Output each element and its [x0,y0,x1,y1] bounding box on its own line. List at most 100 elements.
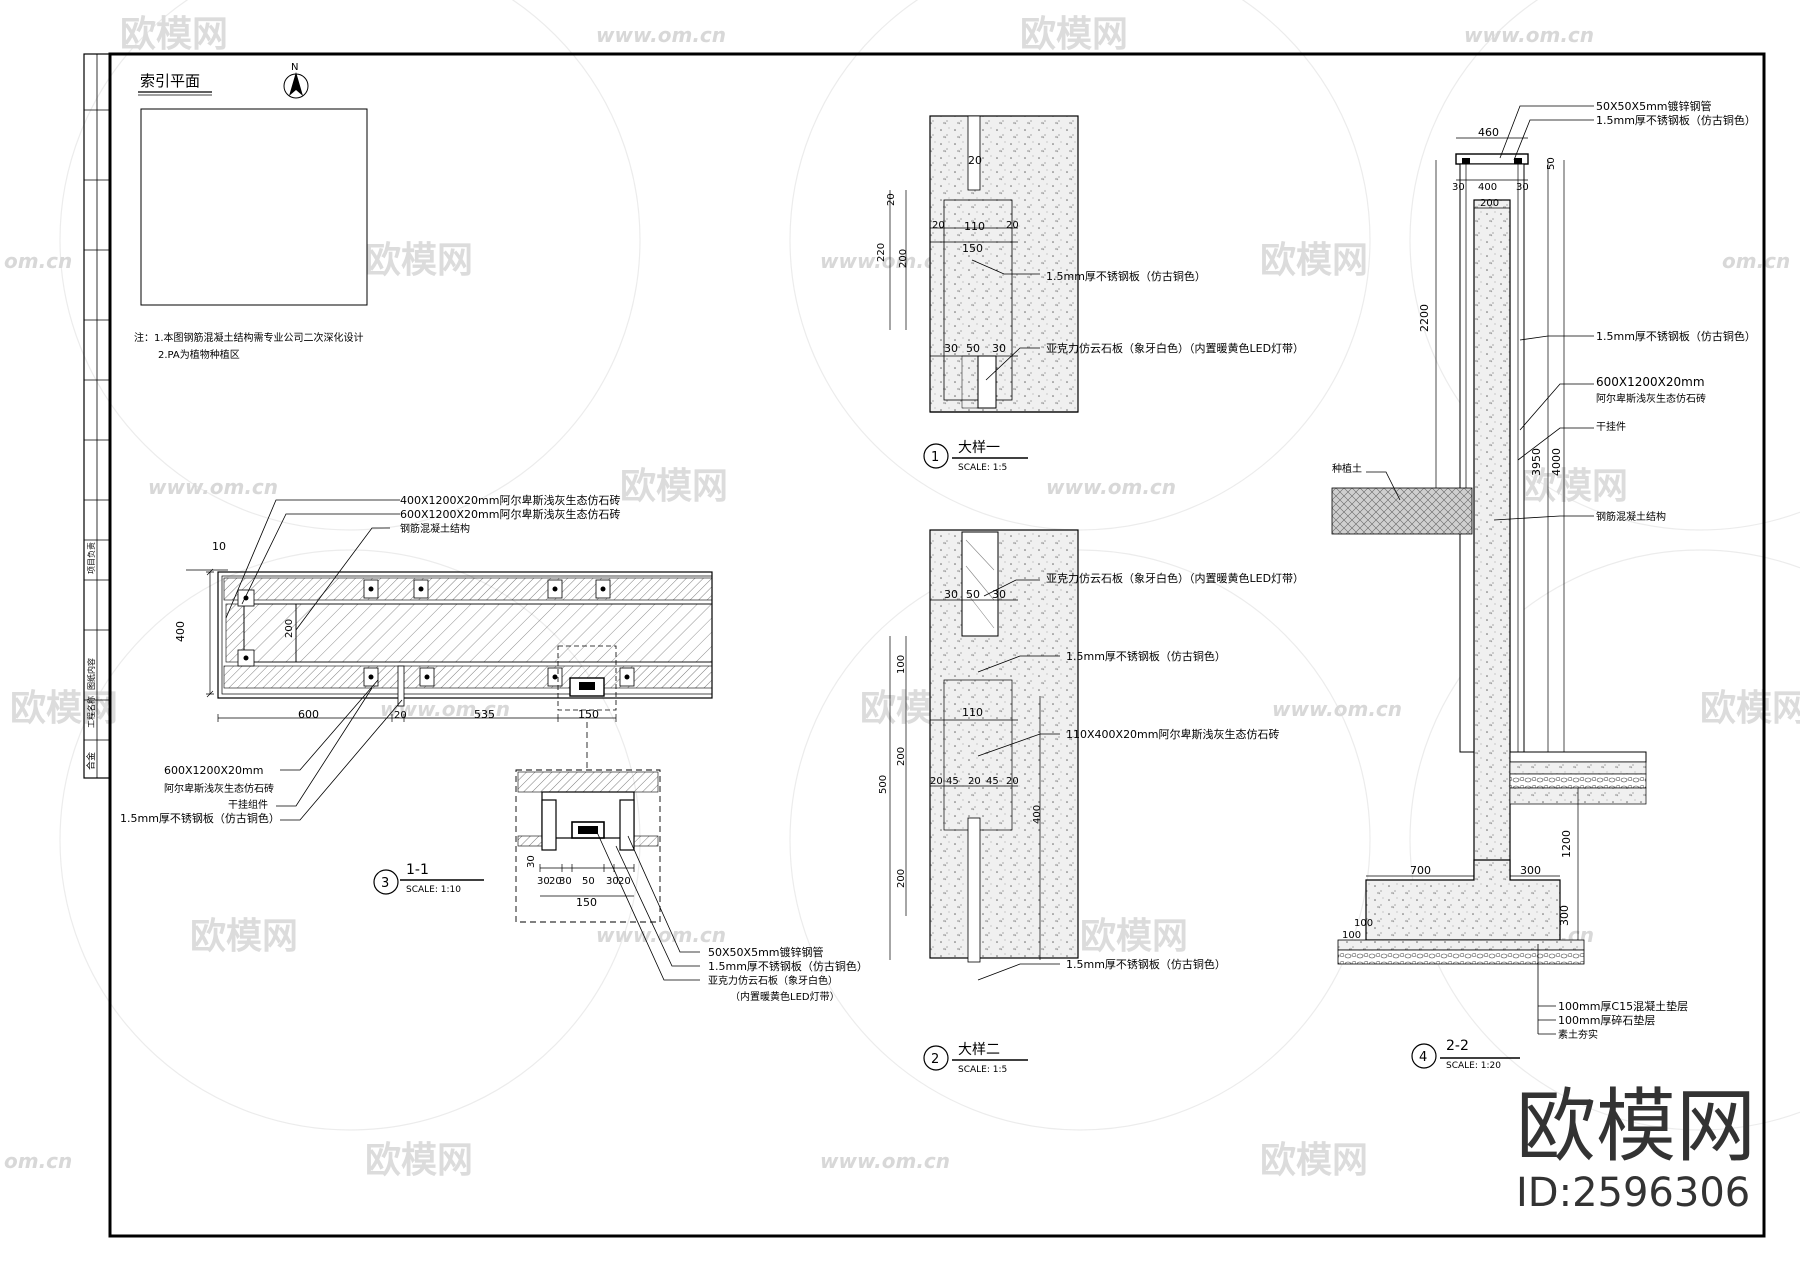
title-block: 合金 工程名称 图纸内容 项目负责 [83,53,111,779]
svg-text:4000: 4000 [1550,448,1563,476]
section-scale: SCALE: 1:5 [958,1065,1007,1075]
callout-text: 400X1200X20mm阿尔卑斯浅灰生态仿石砖 [400,493,621,507]
svg-text:200: 200 [898,249,909,268]
svg-text:3: 3 [381,876,389,891]
section-scale: SCALE: 1:10 [406,885,461,895]
svg-text:10: 10 [212,540,226,553]
watermark-url: om.cn [1722,249,1790,273]
watermark-brand: 欧模网 [1080,916,1188,957]
watermark-brand: 欧模网 [10,688,118,729]
svg-text:400: 400 [1478,182,1497,193]
callout-text: 种植土 [1332,462,1362,475]
svg-text:2200: 2200 [1418,304,1431,332]
callout-text: 1.5mm厚不锈钢板（仿古铜色） [1046,269,1206,283]
svg-text:30: 30 [606,876,619,887]
callout-text: 1.5mm厚不锈钢板（仿古铜色） [1596,113,1756,127]
callout-text: 50X50X5mm镀锌钢管 [708,945,824,959]
detail-marker-icon [373,869,399,895]
svg-text:600: 600 [298,708,319,721]
svg-text:150: 150 [962,242,983,255]
watermark-brand: 欧模网 [1020,14,1128,55]
svg-text:20: 20 [886,193,897,206]
watermark-brand: 欧模网 [1520,466,1628,507]
watermark-url: www.om.cn [1464,23,1594,47]
svg-text:20: 20 [932,220,945,231]
callout-text: 600X1200X20mm阿尔卑斯浅灰生态仿石砖 [400,507,621,521]
watermark-layer: 欧模网 欧模网 欧模网 欧模网 欧模网 欧模网 欧模网 欧模网 欧模网 欧模网 … [4,0,1800,1181]
callout-text: 1.5mm厚不锈钢板（仿古铜色） [708,959,868,973]
callout-text: 亚克力仿云石板（象牙白色）（内置暖黄色LED灯带） [1046,341,1304,355]
svg-text:1: 1 [931,450,939,465]
svg-text:220: 220 [876,243,887,262]
section-title: 2-2 [1446,1038,1469,1054]
callout-text: 干挂件 [1596,420,1626,433]
svg-text:300: 300 [1558,905,1571,926]
section-title: 大样一 [958,440,1000,456]
watermark-url: om.cn [4,249,72,273]
section-1-1: 400 10 600 20 535 150 200 30 20 30 50 30… [120,493,868,1003]
callout-text: 亚克力仿云石板（象牙白色）（内置暖黄色LED灯带） [1046,571,1304,585]
watermark-url: om.cn [4,1149,72,1173]
watermark-brand: 欧模网 [620,466,728,507]
svg-text:50: 50 [966,588,980,601]
detail-2: 30 50 30 100 110 200 500 20 45 20 45 20 … [878,529,1304,1075]
svg-text:100: 100 [1354,918,1373,929]
index-plan-box [140,108,368,306]
callout-text: 600X1200X20mm [1596,375,1705,389]
watermark-url: www.om.cn [1272,697,1402,721]
svg-text:20: 20 [968,154,982,167]
callout-text: 1.5mm厚不锈钢板（仿古铜色） [1066,957,1226,971]
svg-text:30: 30 [944,588,958,601]
svg-text:535: 535 [474,708,495,721]
index-plan-title: 索引平面 [140,72,200,90]
svg-text:150: 150 [576,896,597,909]
watermark-url: www.om.cn [148,475,278,499]
callout-text: （内置暖黄色LED灯带） [730,990,840,1003]
svg-text:200: 200 [1480,198,1499,209]
svg-text:30: 30 [559,876,572,887]
index-plan-note: 注：1.本图钢筋混凝土结构需专业公司二次深化设计 [134,331,364,344]
svg-text:20: 20 [930,776,943,787]
svg-text:2: 2 [931,1052,939,1067]
svg-text:700: 700 [1410,864,1431,877]
svg-text:50: 50 [966,342,980,355]
svg-text:20: 20 [549,876,562,887]
svg-text:20: 20 [968,776,981,787]
svg-text:50: 50 [582,876,595,887]
svg-text:20: 20 [1006,220,1019,231]
svg-text:150: 150 [578,708,599,721]
section-scale: SCALE: 1:5 [958,463,1007,473]
svg-text:30: 30 [526,855,537,868]
svg-text:50: 50 [1546,157,1557,170]
svg-text:300: 300 [1520,864,1541,877]
section-scale: SCALE: 1:20 [1446,1061,1501,1071]
svg-text:30: 30 [1452,182,1465,193]
detail-marker-icon [923,443,949,469]
svg-text:45: 45 [986,776,999,787]
section-title: 1-1 [406,862,429,878]
index-plan-note: 2.PA为植物种植区 [158,348,240,361]
watermark-brand: 欧模网 [190,916,298,957]
callout-text: 钢筋混凝土结构 [1596,510,1666,523]
detail-marker-icon [923,1045,949,1071]
callout-text: 阿尔卑斯浅灰生态仿石砖 [1596,392,1706,405]
title-block-cell: 工程名称 [86,696,96,728]
svg-text:4: 4 [1419,1050,1427,1065]
svg-text:N: N [291,62,298,73]
callout-text: 干挂组件 [228,798,268,811]
svg-text:3950: 3950 [1530,448,1543,476]
callout-text: 100mm厚C15混凝土垫层 [1558,999,1688,1013]
callout-text: 素土夯实 [1558,1028,1598,1041]
svg-text:30: 30 [944,342,958,355]
svg-text:200: 200 [896,747,907,766]
svg-text:20: 20 [1006,776,1019,787]
watermark-url: www.om.cn [820,1149,950,1173]
svg-text:30: 30 [537,876,550,887]
callout-text: 1.5mm厚不锈钢板（仿古铜色） [1066,649,1226,663]
svg-text:500: 500 [878,775,889,794]
svg-text:400: 400 [1032,805,1043,824]
watermark-url: www.om.cn [820,249,950,273]
callout-text: 亚克力仿云石板（象牙白色） [708,974,838,987]
svg-text:100: 100 [896,655,907,674]
svg-text:200: 200 [284,619,295,638]
